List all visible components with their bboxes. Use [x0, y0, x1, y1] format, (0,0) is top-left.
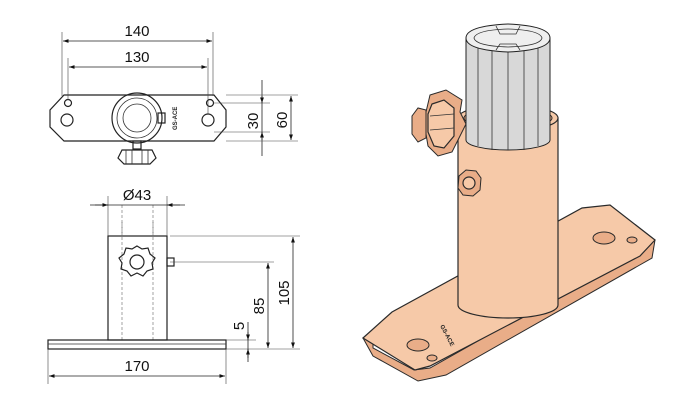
- front-view-knob: [118, 245, 156, 277]
- top-view-mounting-hole-left-large: [60, 113, 74, 127]
- front-view-tube: [107, 235, 168, 341]
- top-view-tube-inner: [122, 103, 152, 133]
- top-view-mounting-hole-right-large: [201, 113, 215, 127]
- top-view-set-screw: [157, 112, 166, 124]
- iso-mounting-hole-right-small: [626, 236, 638, 244]
- top-view-knob: [117, 140, 157, 165]
- top-view-base-plate: [49, 94, 227, 142]
- iso-mounting-hole-left-small: [426, 354, 438, 362]
- top-view-tube-outer: [111, 92, 163, 144]
- dim-tube-diameter-label: Ø43: [123, 187, 151, 204]
- dim-hole-spacing-label: 130: [124, 49, 149, 66]
- front-view-base-plate: [47, 339, 227, 350]
- dim-overall-width-label: 140: [124, 23, 149, 40]
- iso-mounting-hole-left-large: [406, 338, 430, 352]
- dim-overall-depth-label: 60: [274, 112, 291, 129]
- iso-mounting-hole-right-large: [592, 231, 616, 245]
- top-view-mounting-hole-left: [63, 98, 73, 108]
- iso-inner-tube: [465, 23, 551, 151]
- top-view-brand-label: GS-ACE: [173, 107, 179, 130]
- dim-knob-height-label: 85: [251, 298, 268, 315]
- dim-plate-width-label: 170: [124, 358, 149, 375]
- isometric-view: GS-ACE: [362, 23, 656, 382]
- iso-clamp-knob: [411, 89, 467, 157]
- dim-tube-offset-label: 30: [245, 113, 262, 130]
- top-view: GS-ACE 140 130 30 60: [49, 23, 298, 165]
- iso-hex-screw: [457, 169, 482, 197]
- dim-plate-thickness-label: 5: [231, 322, 248, 330]
- top-view-tube-middle: [116, 97, 158, 139]
- front-view: Ø43 170 5 85 105: [47, 187, 300, 384]
- dim-overall-height-label: 105: [276, 280, 293, 305]
- top-view-mounting-hole-right: [205, 98, 215, 108]
